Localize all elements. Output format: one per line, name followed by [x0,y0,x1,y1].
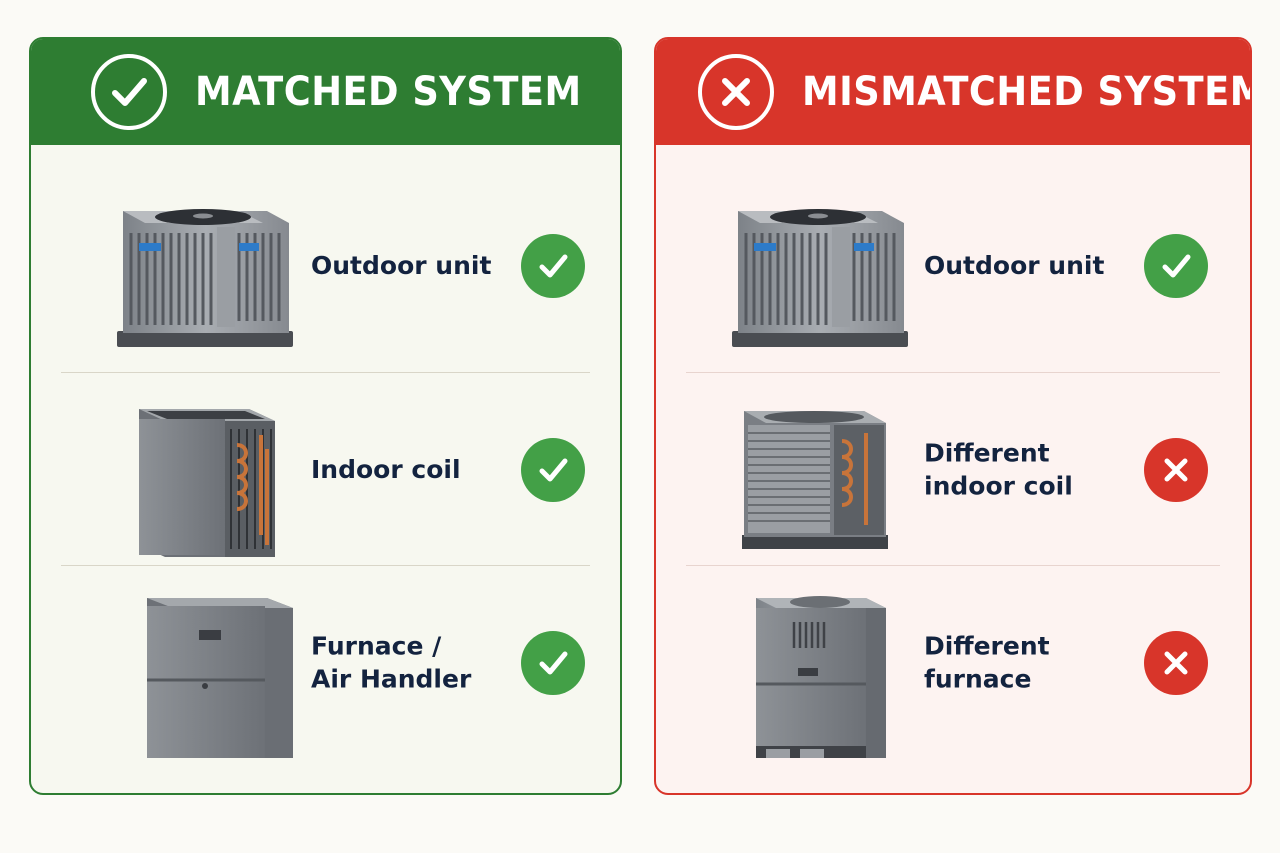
component-label: Outdoor unit [311,251,492,281]
matched-system-panel: MATCHED SYSTEM Outdoor unit [29,37,622,795]
component-row: Outdoor unit [61,169,590,363]
matched-header: MATCHED SYSTEM [31,39,620,145]
component-label: Outdoor unit [924,251,1105,281]
component-row: Different furnace [686,565,1220,759]
check-icon [1144,234,1208,298]
mismatched-header: MISMATCHED SYSTEM [656,39,1250,145]
component-label: Furnace / Air Handler [311,630,472,694]
mismatched-title: MISMATCHED SYSTEM [802,69,1252,115]
indoor-coil-illustration [139,409,275,557]
cross-icon [1144,437,1208,502]
component-row: Different indoor coil [686,372,1220,566]
component-row: Indoor coil [61,372,590,566]
check-icon [521,437,585,502]
component-row: Furnace / Air Handler [61,565,590,759]
matched-title: MATCHED SYSTEM [195,69,582,115]
outdoor-condenser-illustration [732,209,908,347]
mismatched-system-panel: MISMATCHED SYSTEM Outdoor un [654,37,1252,795]
x-circle-icon [698,54,774,130]
check-circle-icon [91,54,167,130]
component-label: Different indoor coil [924,437,1073,501]
indoor-coil-illustration [742,411,888,549]
component-label: Different furnace [924,630,1050,694]
check-icon [521,234,585,298]
component-label: Indoor coil [311,454,461,484]
component-row: Outdoor unit [686,169,1220,363]
outdoor-condenser-illustration [117,209,293,347]
check-icon [521,630,585,695]
cross-icon [1144,630,1208,695]
furnace-illustration [147,598,293,758]
furnace-illustration [756,596,886,758]
